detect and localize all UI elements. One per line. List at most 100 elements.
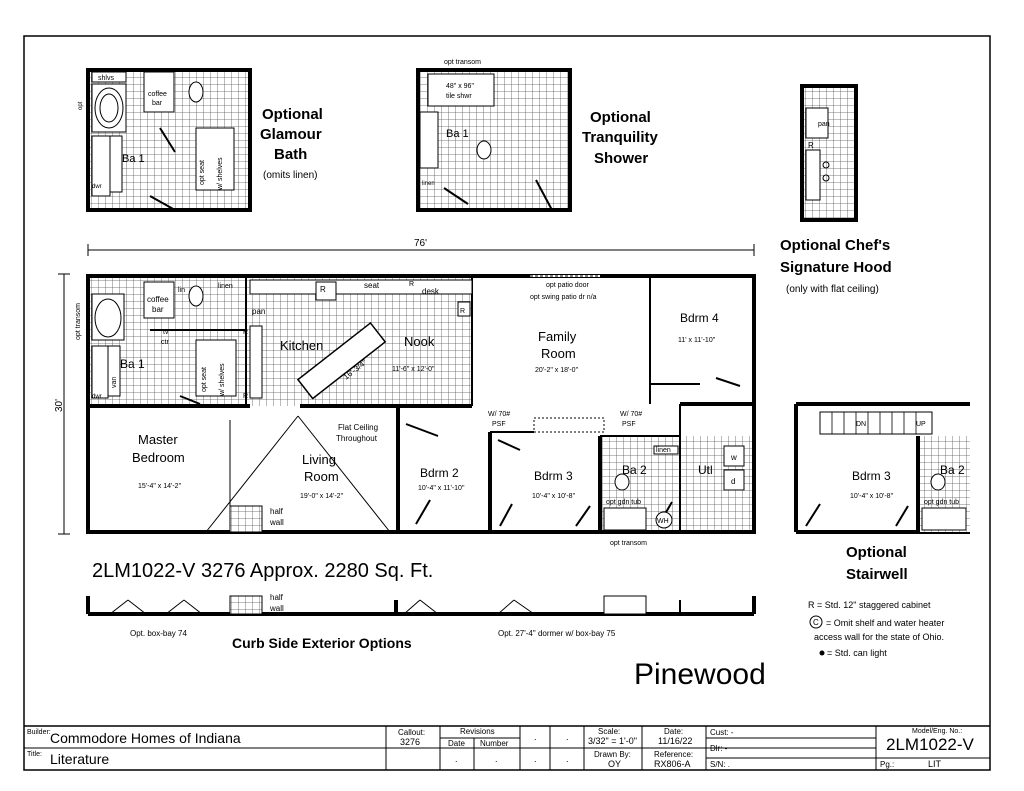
bdrm3-label: Bdrm 3 xyxy=(534,469,573,483)
scale-label: Scale: xyxy=(598,727,621,736)
bdrm4-label: Bdrm 4 xyxy=(680,311,719,325)
tranq-title-3: Shower xyxy=(594,150,648,167)
opt-swing-patio: opt swing patio dr n/a xyxy=(530,294,597,301)
drawn-by-label: Drawn By: xyxy=(594,750,631,759)
dim-depth: 30' xyxy=(54,399,65,412)
desk-label: desk xyxy=(422,287,440,296)
psf-label-1: PSF xyxy=(492,421,506,428)
tranq-shower-size: 48" x 96" xyxy=(446,83,474,90)
dim-width: 76' xyxy=(414,238,427,249)
chef-r-label: R xyxy=(808,141,814,150)
glamour-opt-label: opt xyxy=(78,101,84,110)
builder-label: Builder: xyxy=(27,729,51,736)
living-label-1: Living xyxy=(302,452,336,467)
stairwell-option: DN UP Bdrm 3 10'-4" x 10'-8" Ba 2 opt gd… xyxy=(794,402,970,583)
glamour-title-3: Bath xyxy=(274,146,307,163)
ba1-label: Ba 1 xyxy=(120,357,145,371)
tranq-linen-label: linen xyxy=(422,181,435,187)
w70-label-2: W/ 70# xyxy=(620,411,642,418)
glamour-ba1-label: Ba 1 xyxy=(122,153,145,165)
curb-half: half xyxy=(270,593,284,602)
legend-r-note: R = Std. 12" staggered cabinet xyxy=(808,600,931,610)
curb-title: Curb Side Exterior Options xyxy=(232,635,412,651)
opt-patio-door: opt patio door xyxy=(546,282,589,289)
master-label-2: Bedroom xyxy=(132,450,185,465)
flat-ceiling-2: Throughout xyxy=(336,434,378,443)
dealer-field: Dlr: - xyxy=(710,744,728,753)
rev-dot-4: . xyxy=(495,754,498,764)
revisions-date-col: Date xyxy=(448,739,465,748)
tranq-title-1: Optional xyxy=(590,109,651,126)
drawn-by-value: OY xyxy=(608,759,622,769)
ba2-label: Ba 2 xyxy=(622,463,647,477)
chef-title-1: Optional Chef's xyxy=(780,237,890,254)
tranq-shower-type: tile shwr xyxy=(446,93,472,100)
glamour-shlvs-label: shlvs xyxy=(98,75,114,82)
curb-wall: wall xyxy=(269,604,284,613)
stair-dn: DN xyxy=(856,421,866,428)
stair-ba2-label: Ba 2 xyxy=(940,463,965,477)
callout-label: Callout: xyxy=(398,728,426,737)
page-value: LIT xyxy=(928,759,942,769)
living-size: 19'-0" x 14'-2" xyxy=(300,493,344,500)
master-size: 15'-4" x 14'-2" xyxy=(138,483,182,490)
lin-label: lin xyxy=(178,287,185,294)
main-floor-plan: coffee bar lin linen tv ctr Ba 1 van dwr… xyxy=(86,274,756,547)
r-cabinet-5: R xyxy=(243,393,248,400)
glamour-w-shelves: w/ shelves xyxy=(217,157,224,191)
legend-c-note-1: = Omit shelf and water heater xyxy=(826,618,944,628)
bdrm2-label: Bdrm 2 xyxy=(420,466,459,480)
stair-bdrm3-size: 10'-4" x 10'-8" xyxy=(850,493,894,500)
bdrm2-size: 10'-4" x 11'-10" xyxy=(418,485,465,492)
glamour-dwr-label: dwr xyxy=(92,184,102,190)
stair-title-1: Optional xyxy=(846,544,907,561)
title-label: Title: xyxy=(27,751,42,758)
model-number: 2LM1022-V xyxy=(886,735,974,754)
date-label: Date: xyxy=(664,727,684,736)
glamour-coffee-label: coffee xyxy=(148,91,167,98)
dryer-label: d xyxy=(731,477,735,486)
ctr-label: ctr xyxy=(161,339,169,346)
dwr-label: dwr xyxy=(92,394,102,400)
legend-c-note-2: access wall for the state of Ohio. xyxy=(814,632,944,642)
psf-label-2: PSF xyxy=(622,421,636,428)
rev-dot-2: . xyxy=(566,732,569,742)
customer-field: Cust: - xyxy=(710,728,734,737)
curb-dormer: Opt. 27'-4" dormer w/ box-bay 75 xyxy=(498,629,616,638)
flat-ceiling-1: Flat Ceiling xyxy=(338,423,378,432)
water-heater-label: WH xyxy=(657,518,669,525)
w70-label-1: W/ 70# xyxy=(488,411,510,418)
tranq-transom: opt transom xyxy=(444,59,481,66)
chef-title-2: Signature Hood xyxy=(780,259,892,276)
glamour-bath-option: shlvs coffee bar Ba 1 dwr opt seat w/ sh… xyxy=(78,68,323,212)
sheet-border xyxy=(23,35,991,771)
revisions-header: Revisions xyxy=(460,727,495,736)
glamour-bar-label: bar xyxy=(152,100,163,107)
date-value: 11/16/22 xyxy=(658,736,693,746)
curb-side-options: half wall Opt. box-bay 74 Opt. 27'-4" do… xyxy=(86,593,756,651)
half-wall-1: half xyxy=(270,507,284,516)
reference-label: Reference: xyxy=(654,750,694,759)
page-label: Pg.: xyxy=(880,760,895,769)
nook-size: 11'-6" x 12'-0" xyxy=(392,366,435,373)
tv-label: tv xyxy=(163,329,169,336)
rev-dot-3: . xyxy=(455,754,458,764)
r-cabinet-2: R xyxy=(409,281,414,288)
coffee-label: coffee xyxy=(147,295,169,304)
callout-value: 3276 xyxy=(400,737,421,747)
linen-label: linen xyxy=(218,283,233,290)
stair-bdrm3-label: Bdrm 3 xyxy=(852,469,891,483)
family-room-size: 20'-2" x 18'-0" xyxy=(535,367,579,374)
model-title: 2LM1022-V 3276 Approx. 2280 Sq. Ft. xyxy=(92,560,433,582)
model-label: Model/Eng. No.: xyxy=(912,728,963,735)
curb-box-bay: Opt. box-bay 74 xyxy=(130,629,187,638)
stair-opt-gdn-tub: opt gdn tub xyxy=(924,499,959,506)
rev-dot-6: . xyxy=(566,754,569,764)
builder-name: Commodore Homes of Indiana xyxy=(50,730,241,746)
bdrm4-size: 11' x 11'-10" xyxy=(678,337,716,344)
revisions-number-col: Number xyxy=(480,739,509,748)
opt-transom-bottom: opt transom xyxy=(610,540,647,547)
scale-value: 3/32" = 1'-0" xyxy=(588,736,637,746)
title-block xyxy=(24,725,990,770)
